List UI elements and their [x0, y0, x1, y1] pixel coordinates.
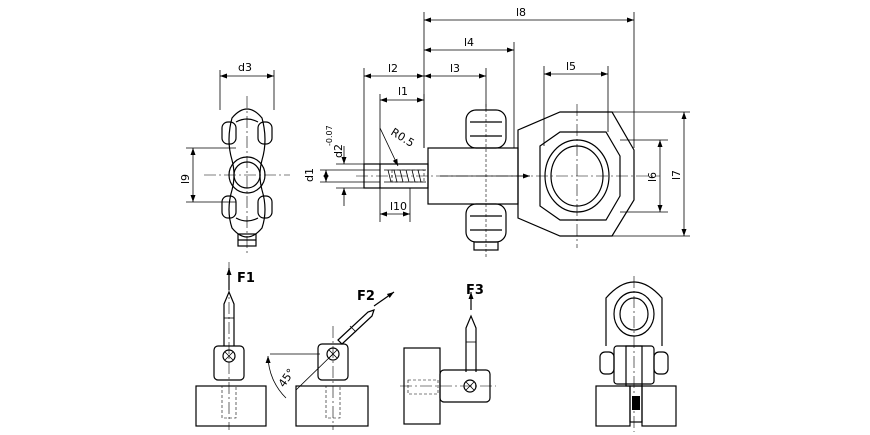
dim-l2: l2 — [388, 62, 398, 75]
view-section — [595, 276, 677, 432]
dim-l3: l3 — [450, 62, 460, 75]
view-f1: F1 — [195, 262, 267, 430]
dim-l5: l5 — [566, 60, 576, 73]
dim-radius: R0.5 — [388, 126, 416, 150]
dim-l10: l10 — [390, 200, 407, 213]
dim-l1: l1 — [398, 85, 408, 98]
view-f3: F3 — [400, 283, 496, 425]
dim-l6: l6 — [646, 172, 659, 182]
force-f2: F2 — [357, 289, 375, 304]
dim-d2: d2 — [332, 144, 345, 158]
side-view: d3 l9 — [179, 61, 290, 254]
front-view: l8 l4 l2 l3 l1 l5 l6 l7 — [303, 6, 690, 258]
dim-d2-tolerance: -0.07 — [325, 125, 334, 146]
view-f2: F2 45° — [265, 289, 395, 430]
dim-d1: d1 — [303, 168, 316, 182]
dim-l7: l7 — [670, 170, 683, 180]
force-f1: F1 — [237, 271, 255, 286]
force-f3: F3 — [466, 283, 484, 298]
dim-l4: l4 — [464, 36, 474, 49]
dim-l8: l8 — [516, 6, 526, 19]
dim-d3: d3 — [238, 61, 252, 74]
dim-l9: l9 — [179, 174, 192, 184]
angle-45: 45° — [276, 366, 298, 389]
